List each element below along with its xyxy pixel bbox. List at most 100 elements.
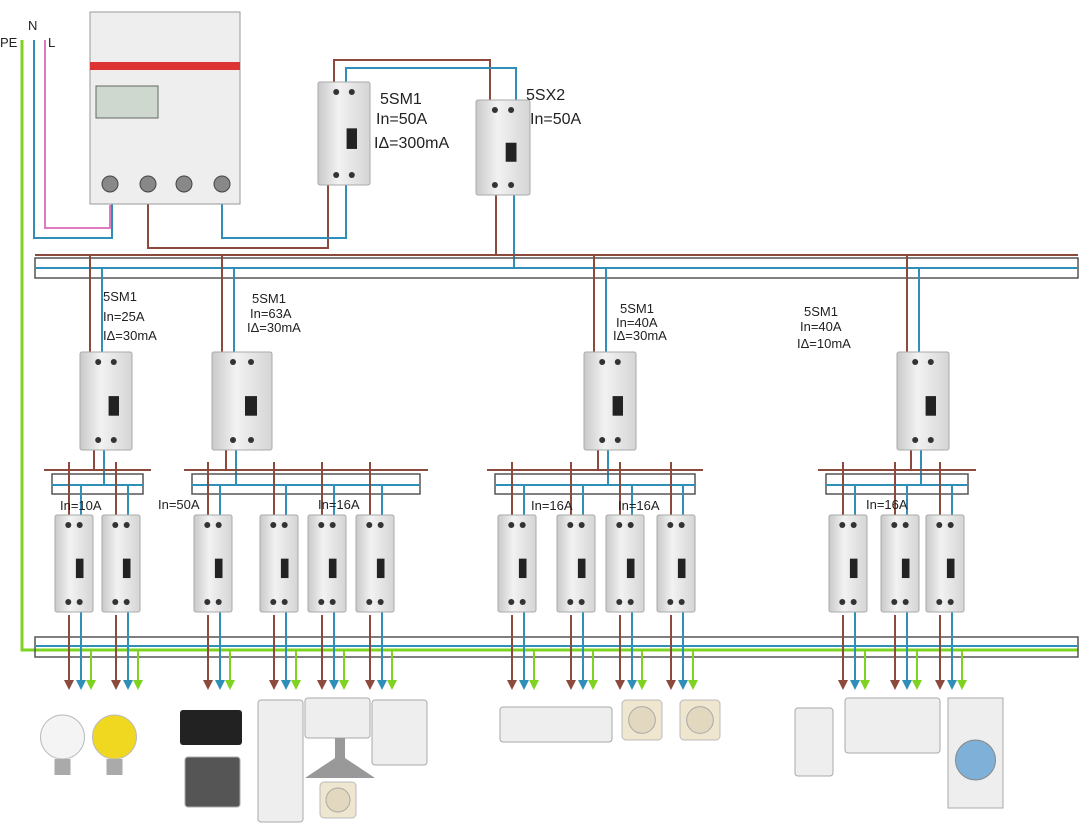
- circuit-breaker-screw: [678, 522, 685, 528]
- breaker-label-5: In=16A: [618, 498, 660, 513]
- meter-display: [95, 85, 159, 119]
- wires: [20, 40, 1079, 682]
- circuit-breaker-screw: [377, 599, 384, 605]
- pe-wire: [20, 40, 1078, 652]
- circuit-breaker-screw: [123, 599, 130, 605]
- earth-arrow-head: [529, 680, 539, 690]
- circuit-breaker-screw: [281, 599, 288, 605]
- circuit-breaker-toggle: [626, 558, 635, 579]
- rcd1-idelta: IΔ=30mA: [103, 328, 157, 343]
- circuit-breaker-screw: [508, 522, 515, 528]
- circuit-breaker-screw: [678, 599, 685, 605]
- main-rcd-screw: [348, 89, 355, 95]
- neutral-arrow-head: [678, 680, 688, 690]
- circuit-breaker-screw: [204, 599, 211, 605]
- neutral-arrow-head: [281, 680, 291, 690]
- main-breaker-screw: [508, 107, 515, 113]
- circuit-breaker-screw: [112, 599, 119, 605]
- phase-arrow-head: [615, 680, 625, 690]
- group-rcd-1: [79, 351, 133, 451]
- circuit-breaker-screw: [947, 599, 954, 605]
- group-rcd-3-screw: [599, 359, 606, 365]
- main-breaker-model: 5SX2: [526, 87, 565, 104]
- circuit-breaker-screw: [519, 599, 526, 605]
- circuit-breaker-toggle: [328, 558, 337, 579]
- circuit-breaker-screw: [65, 599, 72, 605]
- circuit-breaker: [925, 514, 965, 613]
- breaker-label-4: In=16A: [531, 498, 573, 513]
- breaker-label-2: In=50A: [158, 497, 200, 512]
- dishwasher-icon: [371, 699, 428, 766]
- circuit-breaker-screw: [329, 599, 336, 605]
- group-rcd-1-screw: [95, 437, 102, 443]
- circuit-breaker: [880, 514, 920, 613]
- circuit-breaker: [307, 514, 347, 613]
- circuit-breaker-screw: [76, 599, 83, 605]
- meter-terminal: [101, 175, 119, 193]
- light-bulb-icon-base: [106, 759, 123, 775]
- rcd2-idelta: IΔ=30mA: [247, 320, 301, 335]
- main-rcd-screw: [333, 172, 340, 178]
- circuit-breaker-screw: [627, 522, 634, 528]
- breaker-label-1: In=10A: [60, 498, 102, 513]
- group-rcd-4: [896, 351, 950, 451]
- rcd3-in: In=40A: [616, 315, 658, 330]
- circuit-breaker-screw: [281, 522, 288, 528]
- light-bulb-icon: [40, 714, 85, 760]
- main-rcd-in: In=50A: [376, 111, 427, 128]
- group-rcd-4-screw: [912, 359, 919, 365]
- circuit-breaker-screw: [329, 522, 336, 528]
- phase-arrow-head: [890, 680, 900, 690]
- meter-terminal: [175, 175, 193, 193]
- meter-terminal: [213, 175, 231, 193]
- rcd2-model: 5SM1: [252, 291, 286, 306]
- circuit-breaker-toggle: [376, 558, 385, 579]
- circuit-breaker: [259, 514, 299, 613]
- breaker-label-3: In=16A: [318, 497, 360, 512]
- rcd-to-breaker-neutral: [345, 67, 517, 100]
- group-rcd-2: [211, 351, 273, 451]
- rcd3-model: 5SM1: [620, 301, 654, 316]
- neutral-arrow-head: [850, 680, 860, 690]
- meter-to-rcd-neutral: [221, 185, 347, 239]
- circuit-breaker-screw: [616, 599, 623, 605]
- meter-red-band: [90, 62, 240, 70]
- water-heater-icon: [794, 707, 834, 777]
- main-rcd-screw: [348, 172, 355, 178]
- phase-arrow-head: [365, 680, 375, 690]
- circuit-breaker-toggle: [75, 558, 84, 579]
- phase-arrow-head: [64, 680, 74, 690]
- circuit-breaker: [656, 514, 696, 613]
- main-rcd: [317, 81, 371, 186]
- phase-arrow-head: [935, 680, 945, 690]
- circuit-breaker-screw: [508, 599, 515, 605]
- neutral-arrow-head: [215, 680, 225, 690]
- light-bulb-icon: [92, 714, 137, 760]
- main-breaker-in: In=50A: [530, 111, 581, 128]
- earth-arrow-head: [339, 680, 349, 690]
- circuit-breaker: [355, 514, 395, 613]
- appliances: [40, 697, 1004, 823]
- circuit-breaker-screw: [204, 522, 211, 528]
- earth-arrow-head: [387, 680, 397, 690]
- phase-arrow-head: [317, 680, 327, 690]
- meter-terminal: [139, 175, 157, 193]
- circuit-breaker-screw: [65, 522, 72, 528]
- phase-arrow-head: [203, 680, 213, 690]
- circuit-breaker: [497, 514, 537, 613]
- circuit-breaker-screw: [850, 599, 857, 605]
- group-rcd-3-screw: [599, 437, 606, 443]
- phase-arrow-head: [566, 680, 576, 690]
- main-breaker-screw: [491, 182, 498, 188]
- circuit-breaker-screw: [318, 522, 325, 528]
- neutral-arrow-head: [902, 680, 912, 690]
- circuit-breaker-screw: [567, 522, 574, 528]
- neutral-arrow-head: [123, 680, 133, 690]
- earth-arrow-head: [86, 680, 96, 690]
- circuit-breaker-screw: [616, 522, 623, 528]
- circuit-breaker-screw: [902, 599, 909, 605]
- circuit-breaker-screw: [627, 599, 634, 605]
- circuit-breaker-screw: [519, 522, 526, 528]
- group-rcd-2-toggle: [245, 396, 257, 416]
